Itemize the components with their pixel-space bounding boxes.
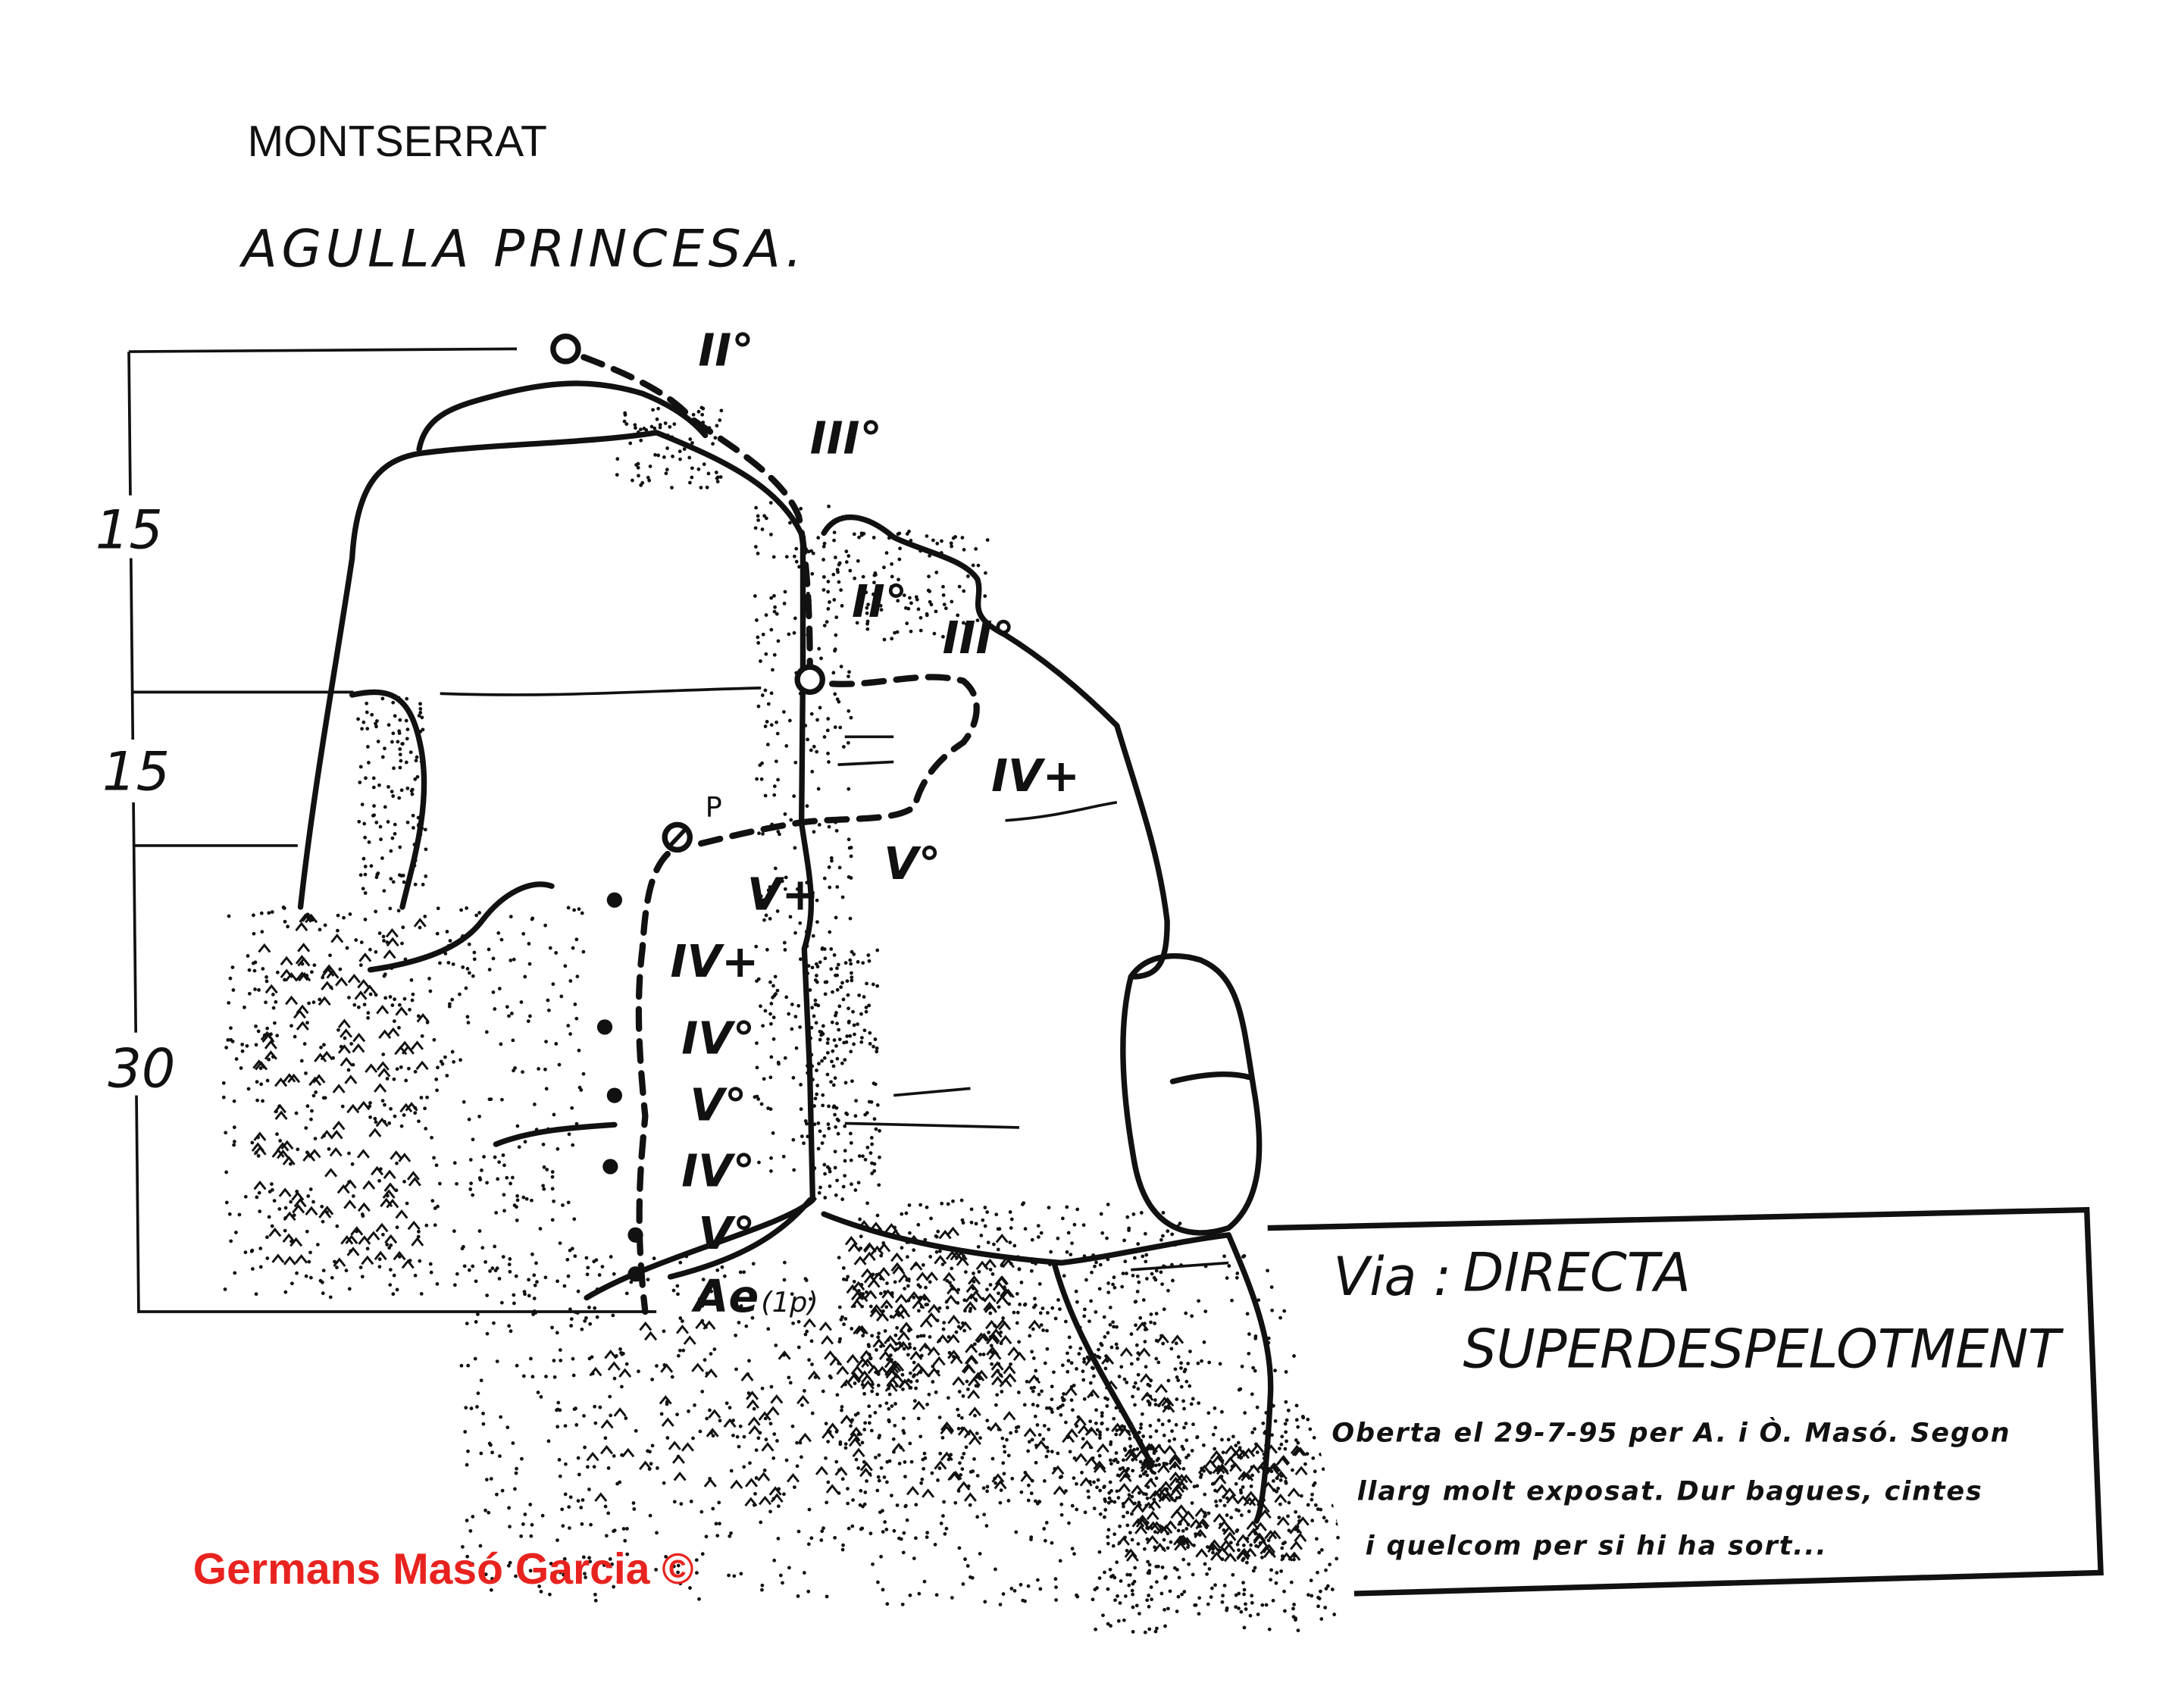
belay-anchor-mid	[794, 664, 825, 696]
route-info-box: Via : DIRECTA SUPERDESPELOTMENT Oberta e…	[1267, 1206, 2104, 1597]
grade-label: III°	[810, 411, 882, 464]
route-note-line: llarg molt exposat. Dur bagues, cintes	[1357, 1477, 1983, 1507]
grade-label-start: Ae	[691, 1270, 759, 1322]
grade-label: IV+	[991, 749, 1080, 802]
grade-label: IV°	[681, 1144, 755, 1197]
rock-shading	[221, 404, 1342, 1634]
copyright-notice: Germans Masó Garcia ©	[193, 1545, 694, 1594]
belay-label: P	[706, 790, 722, 823]
grade-label: II°	[698, 324, 753, 376]
scale-label-2: 15	[102, 740, 170, 802]
region-title: MONTSERRAT	[248, 117, 547, 166]
grade-label: V°	[884, 837, 940, 890]
grade-label: IV°	[681, 1012, 755, 1064]
grade-note: (1p)	[761, 1286, 818, 1319]
via-label: Via :	[1333, 1246, 1451, 1308]
grade-label: IV+	[671, 935, 759, 987]
scale-label-3: 30	[108, 1038, 175, 1100]
route-note-line: i quelcom per si hi ha sort...	[1366, 1531, 1828, 1561]
climbing-route: P II° III° II° III° IV+ V° V+ IV+ IV° V°…	[550, 324, 1080, 1322]
belay-anchor-top	[550, 333, 581, 364]
height-scale-bar: 15 15 30	[84, 347, 657, 1313]
grade-label: V°	[698, 1207, 755, 1259]
bolt-markers	[596, 892, 643, 1282]
grade-label: II°	[852, 575, 907, 627]
rock-outline	[297, 380, 1274, 1524]
scale-label-1: 15	[95, 499, 163, 562]
grade-label: V°	[690, 1079, 746, 1131]
grade-label: V+	[747, 868, 819, 921]
peak-title: AGULLA PRINCESA.	[239, 220, 806, 280]
route-note-line: Oberta el 29-7-95 per A. i Ò. Masó. Sego…	[1332, 1416, 2011, 1448]
grade-label: III°	[943, 612, 1015, 664]
route-name-line1: DIRECTA	[1463, 1241, 1691, 1303]
route-name-line2: SUPERDESPELOTMENT	[1463, 1319, 2064, 1381]
